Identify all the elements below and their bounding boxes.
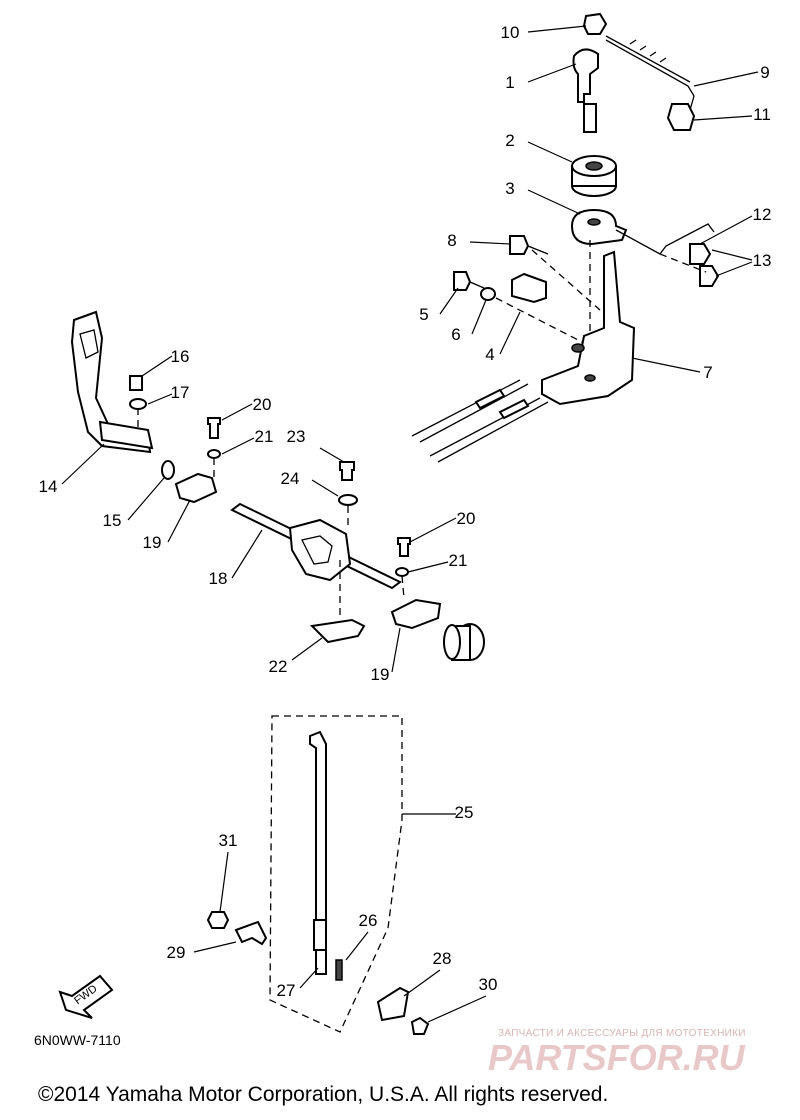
fwd-arrow: FWD [58,974,114,1019]
part-19-holder-right [390,598,442,630]
callout-10: 10 [501,23,520,42]
part-13-clip [689,243,712,265]
part-16-bolt [129,375,143,391]
callout-29: 29 [167,943,186,962]
part-9-rod [605,39,695,111]
part-29-clip [234,920,268,946]
part-27-joint [315,949,327,975]
callout-17: 17 [171,383,190,402]
callout-25: 25 [455,803,474,822]
part-10-clip [582,12,608,35]
watermark-tagline: ЗАПЧАСТИ И АКСЕССУАРЫ ДЛЯ МОТОТЕХНИКИ [498,1028,746,1039]
callout-19: 19 [143,533,162,552]
callout-20: 20 [457,509,476,528]
part-12-spring [615,223,715,255]
callout-18: 18 [209,569,228,588]
callout-26: 26 [359,911,378,930]
part-24-washer [338,494,358,506]
carb-link-assembly [411,12,720,463]
callout-28: 28 [433,949,452,968]
part-21-washer-upper [207,449,221,459]
callout-6: 6 [451,325,460,344]
part-2-bushing [571,155,617,197]
callout-16: 16 [171,347,190,366]
part-17-washer [129,398,147,410]
callout-19: 19 [371,665,390,684]
callout-11: 11 [753,105,771,124]
callout-20: 20 [253,395,272,414]
watermark-logo-text: PARTSFOR.RU [488,1037,746,1076]
callout-21: 21 [449,551,468,570]
part-25-rod [309,730,327,921]
part-18-shift-shaft [230,502,402,590]
part-28-clip [376,986,410,1022]
shift-lever-assembly [70,310,485,661]
part-30-bolt [410,1016,430,1035]
callout-7: 7 [703,363,712,382]
callout-21: 21 [255,427,274,446]
callout-12: 12 [753,205,772,224]
part-20-bolt-upper [207,417,221,439]
copyright-notice: ©2014 Yamaha Motor Corporation, U.S.A. A… [38,1083,609,1106]
part-5-bolt [453,271,485,291]
part-26-pin [335,959,343,981]
rod-kit-assembly [206,715,430,1035]
part-3-cam-plate [570,208,628,246]
leader-lines [61,25,759,1023]
callout-31: 31 [219,831,238,850]
callout-4: 4 [485,345,494,364]
callout-15: 15 [103,511,122,530]
callout-14: 14 [39,477,58,496]
callout-3: 3 [505,179,514,198]
callout-23: 23 [287,427,306,446]
part-23-bolt [339,461,355,481]
part-20-bolt-lower [397,537,411,557]
part-6-washer [480,287,496,301]
callout-9: 9 [760,63,769,82]
callout-30: 30 [479,975,498,994]
shaft-cap [443,623,485,661]
part-15-ring [161,460,175,480]
drawing-code: 6N0WW-7110 [34,1032,121,1048]
throttle-cable [411,379,521,437]
part-1-stem [583,103,597,133]
callout-5: 5 [419,305,428,324]
callout-1: 1 [505,73,514,92]
part-1-joint [572,48,599,103]
part-31-nut [206,911,230,929]
part-21-washer-lower [395,567,409,577]
callout-2: 2 [505,131,514,150]
watermark-logo: PARTSFOR.RU [488,1037,746,1076]
part-22-plate [309,618,366,644]
part-7-bracket [541,250,636,406]
part-19-holder-left [174,472,218,504]
part-11-link [666,103,696,131]
callout-27: 27 [277,981,296,1000]
callout-8: 8 [447,231,456,250]
part-4-bracket [511,272,547,304]
part-25-kit-outline [269,715,403,1033]
callout-24: 24 [281,469,300,488]
part-8-screw [509,235,549,255]
callout-22: 22 [269,657,288,676]
callout-13: 13 [753,251,772,270]
